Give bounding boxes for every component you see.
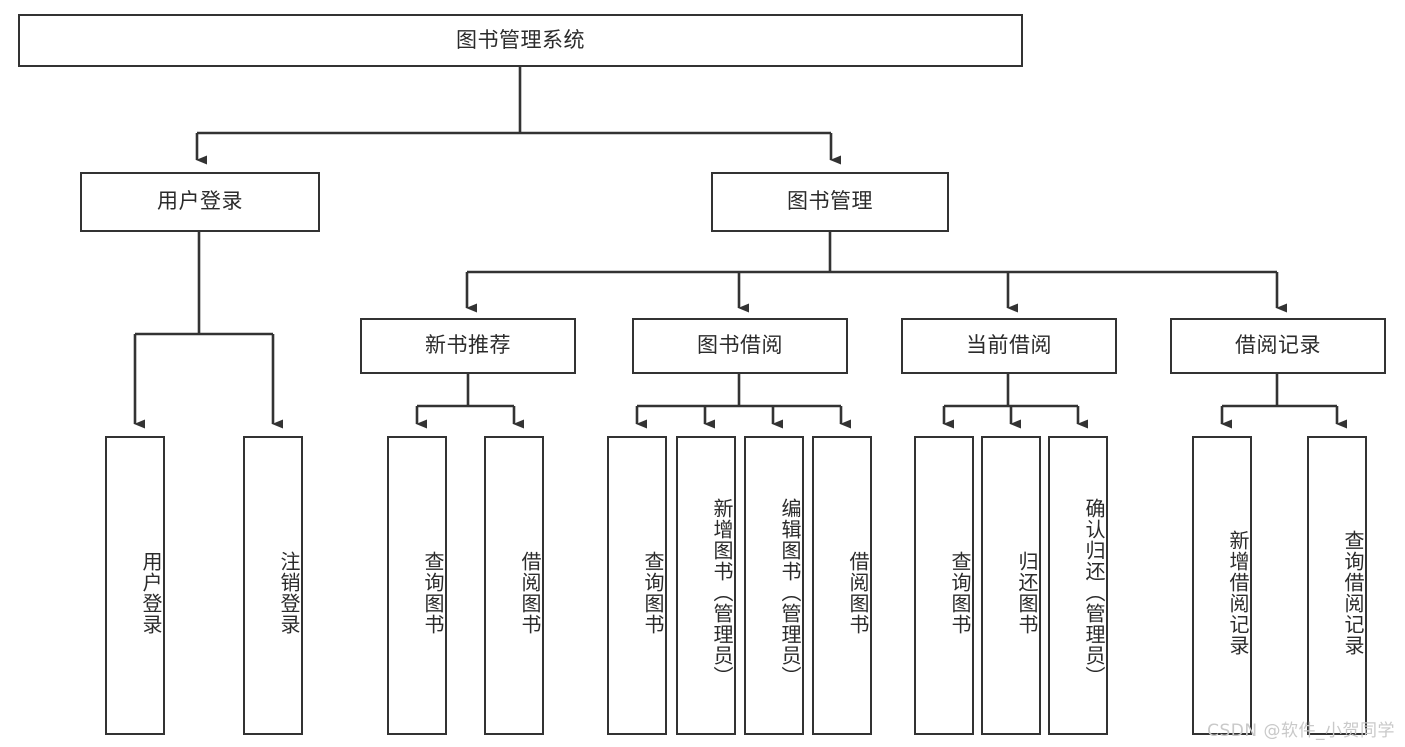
node-label: 新书推荐 <box>425 333 511 358</box>
node-label: 图书管理系统 <box>456 27 585 52</box>
node-label: 查询图书 <box>421 550 445 635</box>
node-book-management[interactable]: 图书管理 <box>711 172 949 232</box>
node-borrow-record[interactable]: 借阅记录 <box>1170 318 1386 374</box>
leaf-logout[interactable]: 注销登录 <box>243 436 303 735</box>
node-label: 借阅图书 <box>846 550 870 635</box>
node-current-borrow[interactable]: 当前借阅 <box>901 318 1117 374</box>
node-label: 编辑图书（管理员） <box>778 498 802 687</box>
node-label: 注销登录 <box>277 550 301 635</box>
node-label: 查询图书 <box>948 550 972 635</box>
leaf-add-book-admin[interactable]: 新增图书（管理员） <box>676 436 736 735</box>
node-root-system[interactable]: 图书管理系统 <box>18 14 1023 67</box>
node-label: 图书管理 <box>787 189 873 214</box>
node-label: 新增图书（管理员） <box>710 498 734 687</box>
node-label: 借阅记录 <box>1235 333 1321 358</box>
node-label: 查询借阅记录 <box>1341 529 1365 656</box>
leaf-query-book-recommend[interactable]: 查询图书 <box>387 436 447 735</box>
node-label: 借阅图书 <box>518 550 542 635</box>
node-label: 确认归还（管理员） <box>1082 498 1106 687</box>
leaf-query-borrow-record[interactable]: 查询借阅记录 <box>1307 436 1367 735</box>
leaf-borrow-book[interactable]: 借阅图书 <box>812 436 872 735</box>
leaf-edit-book-admin[interactable]: 编辑图书（管理员） <box>744 436 804 735</box>
node-label: 新增借阅记录 <box>1226 529 1250 656</box>
leaf-confirm-return-admin[interactable]: 确认归还（管理员） <box>1048 436 1108 735</box>
node-user-login[interactable]: 用户登录 <box>80 172 320 232</box>
node-label: 查询图书 <box>641 550 665 635</box>
node-label: 用户登录 <box>139 550 163 635</box>
node-new-book-recommend[interactable]: 新书推荐 <box>360 318 576 374</box>
csdn-watermark: CSDN @软件_小贺同学 <box>1207 721 1395 741</box>
node-book-borrow[interactable]: 图书借阅 <box>632 318 848 374</box>
node-label: 用户登录 <box>157 189 243 214</box>
leaf-add-borrow-record[interactable]: 新增借阅记录 <box>1192 436 1252 735</box>
node-label: 图书借阅 <box>697 333 783 358</box>
leaf-borrow-book-recommend[interactable]: 借阅图书 <box>484 436 544 735</box>
leaf-return-book[interactable]: 归还图书 <box>981 436 1041 735</box>
leaf-query-book-current[interactable]: 查询图书 <box>914 436 974 735</box>
node-label: 当前借阅 <box>966 333 1052 358</box>
leaf-query-book-borrow[interactable]: 查询图书 <box>607 436 667 735</box>
node-label: 归还图书 <box>1015 550 1039 635</box>
leaf-user-login[interactable]: 用户登录 <box>105 436 165 735</box>
